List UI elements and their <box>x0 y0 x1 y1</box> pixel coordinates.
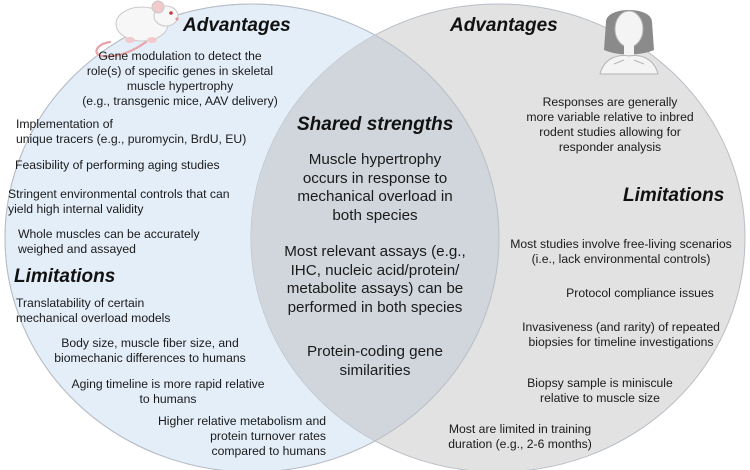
left-limitation-item: Body size, muscle fiber size, and biomec… <box>54 336 246 365</box>
left-limitation-item: Higher relative metabolism and protein t… <box>158 414 326 458</box>
right-limitation-item: Protocol compliance issues <box>566 286 714 300</box>
right-limitation-item: Biopsy sample is miniscule relative to m… <box>527 376 673 405</box>
right-advantages-heading: Advantages <box>450 15 558 36</box>
human-icon <box>599 10 659 75</box>
mouse-icon <box>95 0 179 58</box>
right-advantage-item: Responses are generally more variable re… <box>526 95 694 154</box>
right-limitation-item: Invasiveness (and rarity) of repeated bi… <box>522 320 720 349</box>
shared-strength-item: Muscle hypertrophy occurs in response to… <box>297 151 453 224</box>
shared-strength-item: Most relevant assays (e.g., IHC, nucleic… <box>284 243 466 316</box>
left-limitations-heading: Limitations <box>14 266 116 287</box>
left-limitation-item: Aging timeline is more rapid relative to… <box>71 377 265 406</box>
left-advantage-item: Whole muscles can be accurately weighed … <box>18 227 200 256</box>
left-advantage-item: Stringent environmental controls that ca… <box>8 187 230 216</box>
left-advantage-item: Gene modulation to detect the role(s) of… <box>82 49 278 108</box>
shared-strength-item: Protein-coding gene similarities <box>307 343 443 379</box>
shared-strengths-heading: Shared strengths <box>297 114 454 135</box>
overlap-region <box>251 4 499 470</box>
left-advantages-heading: Advantages <box>183 15 291 36</box>
left-advantage-item: Implementation of unique tracers (e.g., … <box>16 117 247 146</box>
left-limitation-item: Translatability of certain mechanical ov… <box>16 296 171 325</box>
right-limitations-heading: Limitations <box>623 185 725 206</box>
left-advantage-item: Feasibility of performing aging studies <box>15 158 220 172</box>
right-limitation-item: Most studies involve free-living scenari… <box>510 237 732 266</box>
right-limitation-item: Most are limited in training duration (e… <box>448 422 592 451</box>
